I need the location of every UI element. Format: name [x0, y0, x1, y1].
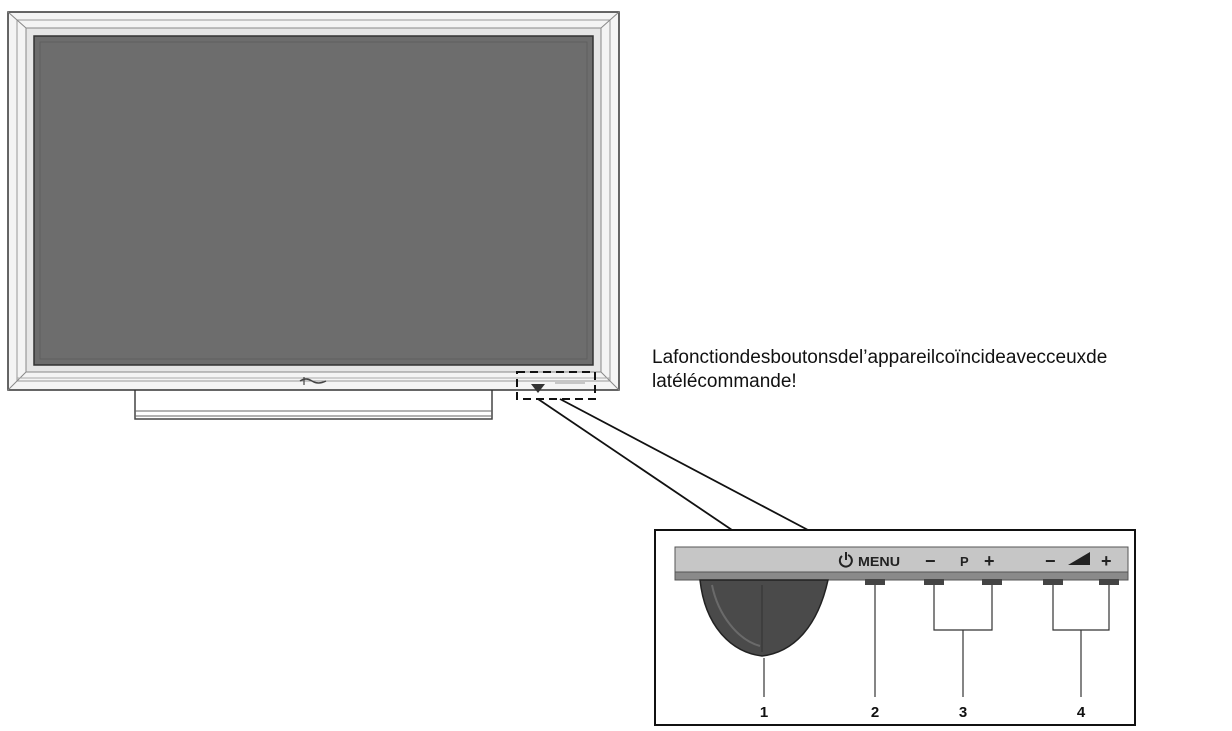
info-note-line-2: latélécommande!: [652, 371, 797, 392]
program-label: P: [960, 554, 969, 569]
panel-buttons: [865, 579, 1119, 585]
info-note-line-1: Lafonctiondesboutonsdel’appareilcoïncide…: [652, 347, 1108, 368]
program-plus-label: +: [984, 551, 995, 571]
controls-highlight: [516, 371, 596, 400]
brand-logo-icon: [299, 377, 327, 385]
menu-label: MENU: [858, 554, 900, 569]
indicator-arrow-icon: [531, 384, 545, 393]
callout-4: 4: [1077, 704, 1086, 721]
volume-plus-label: +: [1101, 551, 1112, 571]
callout-3: 3: [959, 704, 967, 721]
volume-ramp-icon: [1068, 552, 1090, 565]
volume-minus-label: −: [1045, 551, 1056, 571]
tv-screen: [33, 35, 594, 366]
power-icon: [838, 552, 853, 568]
program-minus-label: −: [925, 551, 936, 571]
zoom-lines: [537, 398, 809, 531]
ir-sensor-dome: [699, 579, 829, 657]
info-note: Lafonctiondesboutonsdel’appareilcoïncide…: [652, 346, 1227, 394]
callout-2: 2: [871, 704, 879, 721]
tv-stand: [134, 388, 493, 420]
callout-lines: [763, 585, 1110, 697]
callout-1: 1: [760, 704, 768, 721]
